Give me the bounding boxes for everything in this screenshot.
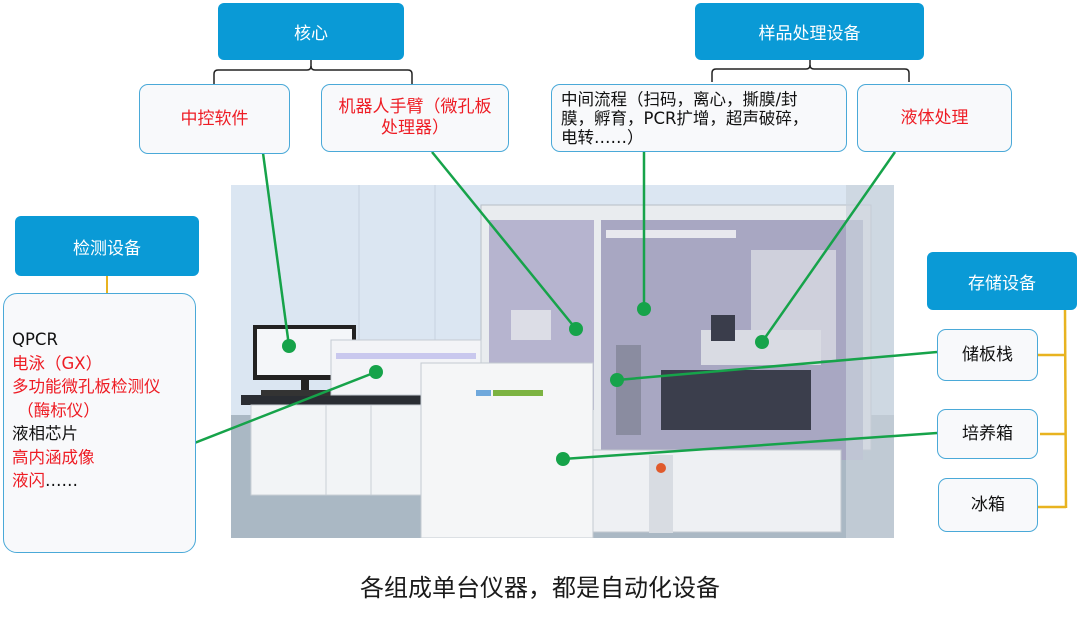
detection-title: 检测设备 xyxy=(73,238,141,259)
robot-arm-box: 机器人手臂（微孔板 处理器） xyxy=(321,84,509,152)
callout-dot-incubator xyxy=(556,452,570,466)
callout-dot-robot-arm xyxy=(569,322,583,336)
callout-dot-plate-stack xyxy=(610,373,624,387)
plate-stack-label: 储板栈 xyxy=(962,344,1013,365)
storage-header: 存储设备 xyxy=(927,252,1077,310)
detection-item-electrophoresis: 电泳（GX） xyxy=(12,353,103,373)
detection-header: 检测设备 xyxy=(15,216,199,276)
refrigerator-label: 冰箱 xyxy=(971,494,1005,515)
plate-stack-box: 储板栈 xyxy=(937,329,1038,381)
detection-item-high-content-imaging: 高内涵成像 xyxy=(12,447,95,467)
intermediate-process-line3: 电转……） xyxy=(561,127,644,147)
core-bracket-left xyxy=(213,60,312,84)
detection-item-qpcr: QPCR xyxy=(12,330,58,349)
intermediate-process-box: 中间流程（扫码，离心，撕膜/封 膜，孵育，PCR扩增，超声破碎， 电转……） xyxy=(551,84,847,152)
detection-item-liquid-chip: 液相芯片 xyxy=(12,424,78,443)
central-software-label: 中控软件 xyxy=(180,108,249,129)
photo-illustration xyxy=(231,185,894,538)
robot-arm-label-line1: 机器人手臂（微孔板 xyxy=(338,97,492,117)
core-header: 核心 xyxy=(218,3,404,60)
lab-automation-photo xyxy=(231,185,894,538)
sample-processing-header: 样品处理设备 xyxy=(695,3,924,60)
intermediate-process-line1: 中间流程（扫码，离心，撕膜/封 xyxy=(561,89,798,109)
intermediate-process-line2: 膜，孵育，PCR扩增，超声破碎， xyxy=(561,108,809,128)
scintillation-ellipsis: …… xyxy=(45,471,78,490)
central-software-box: 中控软件 xyxy=(139,84,290,154)
sample-bracket-left xyxy=(711,60,811,82)
detection-list-box: QPCR 电泳（GX） 多功能微孔板检测仪 （酶标仪） 液相芯片 高内涵成像 液… xyxy=(3,293,196,553)
core-title: 核心 xyxy=(294,24,328,44)
callout-dot-intermediate xyxy=(637,302,651,316)
diagram-caption: 各组成单台仪器，都是自动化设备 xyxy=(360,574,720,602)
incubator-label: 培养箱 xyxy=(962,423,1013,444)
scintillation-label: 液闪 xyxy=(12,471,45,490)
sample-processing-title: 样品处理设备 xyxy=(758,24,861,44)
detection-item-plate-reader-alias: （酶标仪） xyxy=(12,400,100,420)
liquid-handling-label: 液体处理 xyxy=(900,107,969,128)
detection-item-plate-reader: 多功能微孔板检测仪 xyxy=(12,377,161,396)
callout-dot-imaging xyxy=(369,365,383,379)
incubator-box: 培养箱 xyxy=(937,409,1038,459)
storage-trunk xyxy=(1063,309,1068,509)
core-bracket-right xyxy=(310,65,413,84)
sample-bracket-right xyxy=(809,64,910,82)
robot-arm-label-line2: 处理器） xyxy=(381,118,449,138)
callout-dot-liquid xyxy=(755,335,769,349)
detection-item-scintillation: 液闪…… xyxy=(12,469,195,493)
callout-dot-software xyxy=(282,339,296,353)
storage-title: 存储设备 xyxy=(968,273,1036,294)
refrigerator-box: 冰箱 xyxy=(938,478,1038,532)
liquid-handling-box: 液体处理 xyxy=(857,84,1012,152)
